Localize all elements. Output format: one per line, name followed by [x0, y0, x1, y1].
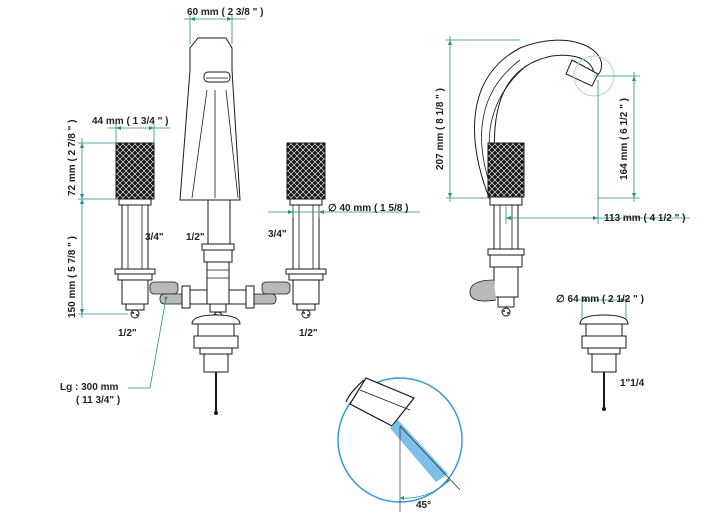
dim-reach: 113 mm ( 4 1/2 " ) — [505, 80, 690, 224]
front-view: 60 mm ( 2 3/8 " ) — [60, 7, 420, 415]
dim-base-diameter: ∅ 40 mm ( 1 5/8 ) — [268, 203, 420, 218]
spout-body — [179, 37, 241, 263]
connector-hoses — [149, 261, 291, 321]
thread-right-bottom: 1/2" — [299, 328, 318, 339]
dim-spout-width: 60 mm ( 2 3/8 " ) — [184, 7, 263, 44]
hose-length-label: Lg : 300 mm — [60, 382, 118, 393]
dim-spout-width-label: 60 mm ( 2 3/8 " ) — [187, 7, 263, 18]
drain-side-view: ∅ 64 mm ( 2 1/2 " ) 1"1/4 — [556, 294, 645, 411]
thread-left-valve-top: 3/4" — [145, 232, 164, 243]
dim-handle-height-label: 72 mm ( 2 7/8 " ) — [67, 120, 78, 196]
right-handle — [285, 142, 327, 319]
hose-length-in-label: ( 11 3/4" ) — [76, 395, 120, 406]
drain-front — [191, 314, 241, 415]
dim-drain-diameter-label: ∅ 64 mm ( 2 1/2 " ) — [556, 294, 644, 305]
dim-total-height-label: 207 mm ( 8 1/8 " ) — [435, 88, 446, 170]
dim-handle-width: 44 mm ( 1 3/4 " ) — [92, 116, 170, 143]
dim-reach-label: 113 mm ( 4 1/2 " ) — [604, 213, 685, 224]
thread-drain-label: 1"1/4 — [620, 378, 645, 389]
thread-center-top: 1/2" — [186, 232, 205, 243]
left-handle — [114, 142, 156, 319]
dim-base-diameter-label: ∅ 40 mm ( 1 5/8 ) — [328, 203, 408, 214]
thread-left-bottom: 1/2" — [118, 328, 137, 339]
angle-label: 45° — [416, 500, 431, 511]
dim-handle-width-label: 44 mm ( 1 3/4 " ) — [92, 116, 168, 127]
dim-outlet-height-label: 164 mm ( 6 1/2 " ) — [619, 98, 630, 180]
dim-vertical-left: 72 mm ( 2 7/8 " ) 150 mm ( 5 7/8 " ) — [67, 120, 128, 318]
thread-right-valve-top: 3/4" — [268, 229, 287, 240]
outlet-detail: 45° — [337, 377, 463, 512]
side-view: 207 mm ( 8 1/8 " ) 164 mm ( 6 1/2 " ) 11… — [435, 36, 690, 317]
hose-length-leader: Lg : 300 mm ( 11 3/4" ) — [60, 296, 168, 406]
dim-side-heights: 207 mm ( 8 1/8 " ) 164 mm ( 6 1/2 " ) — [435, 36, 640, 202]
dim-lower-height-label: 150 mm ( 5 7/8 " ) — [67, 236, 78, 318]
